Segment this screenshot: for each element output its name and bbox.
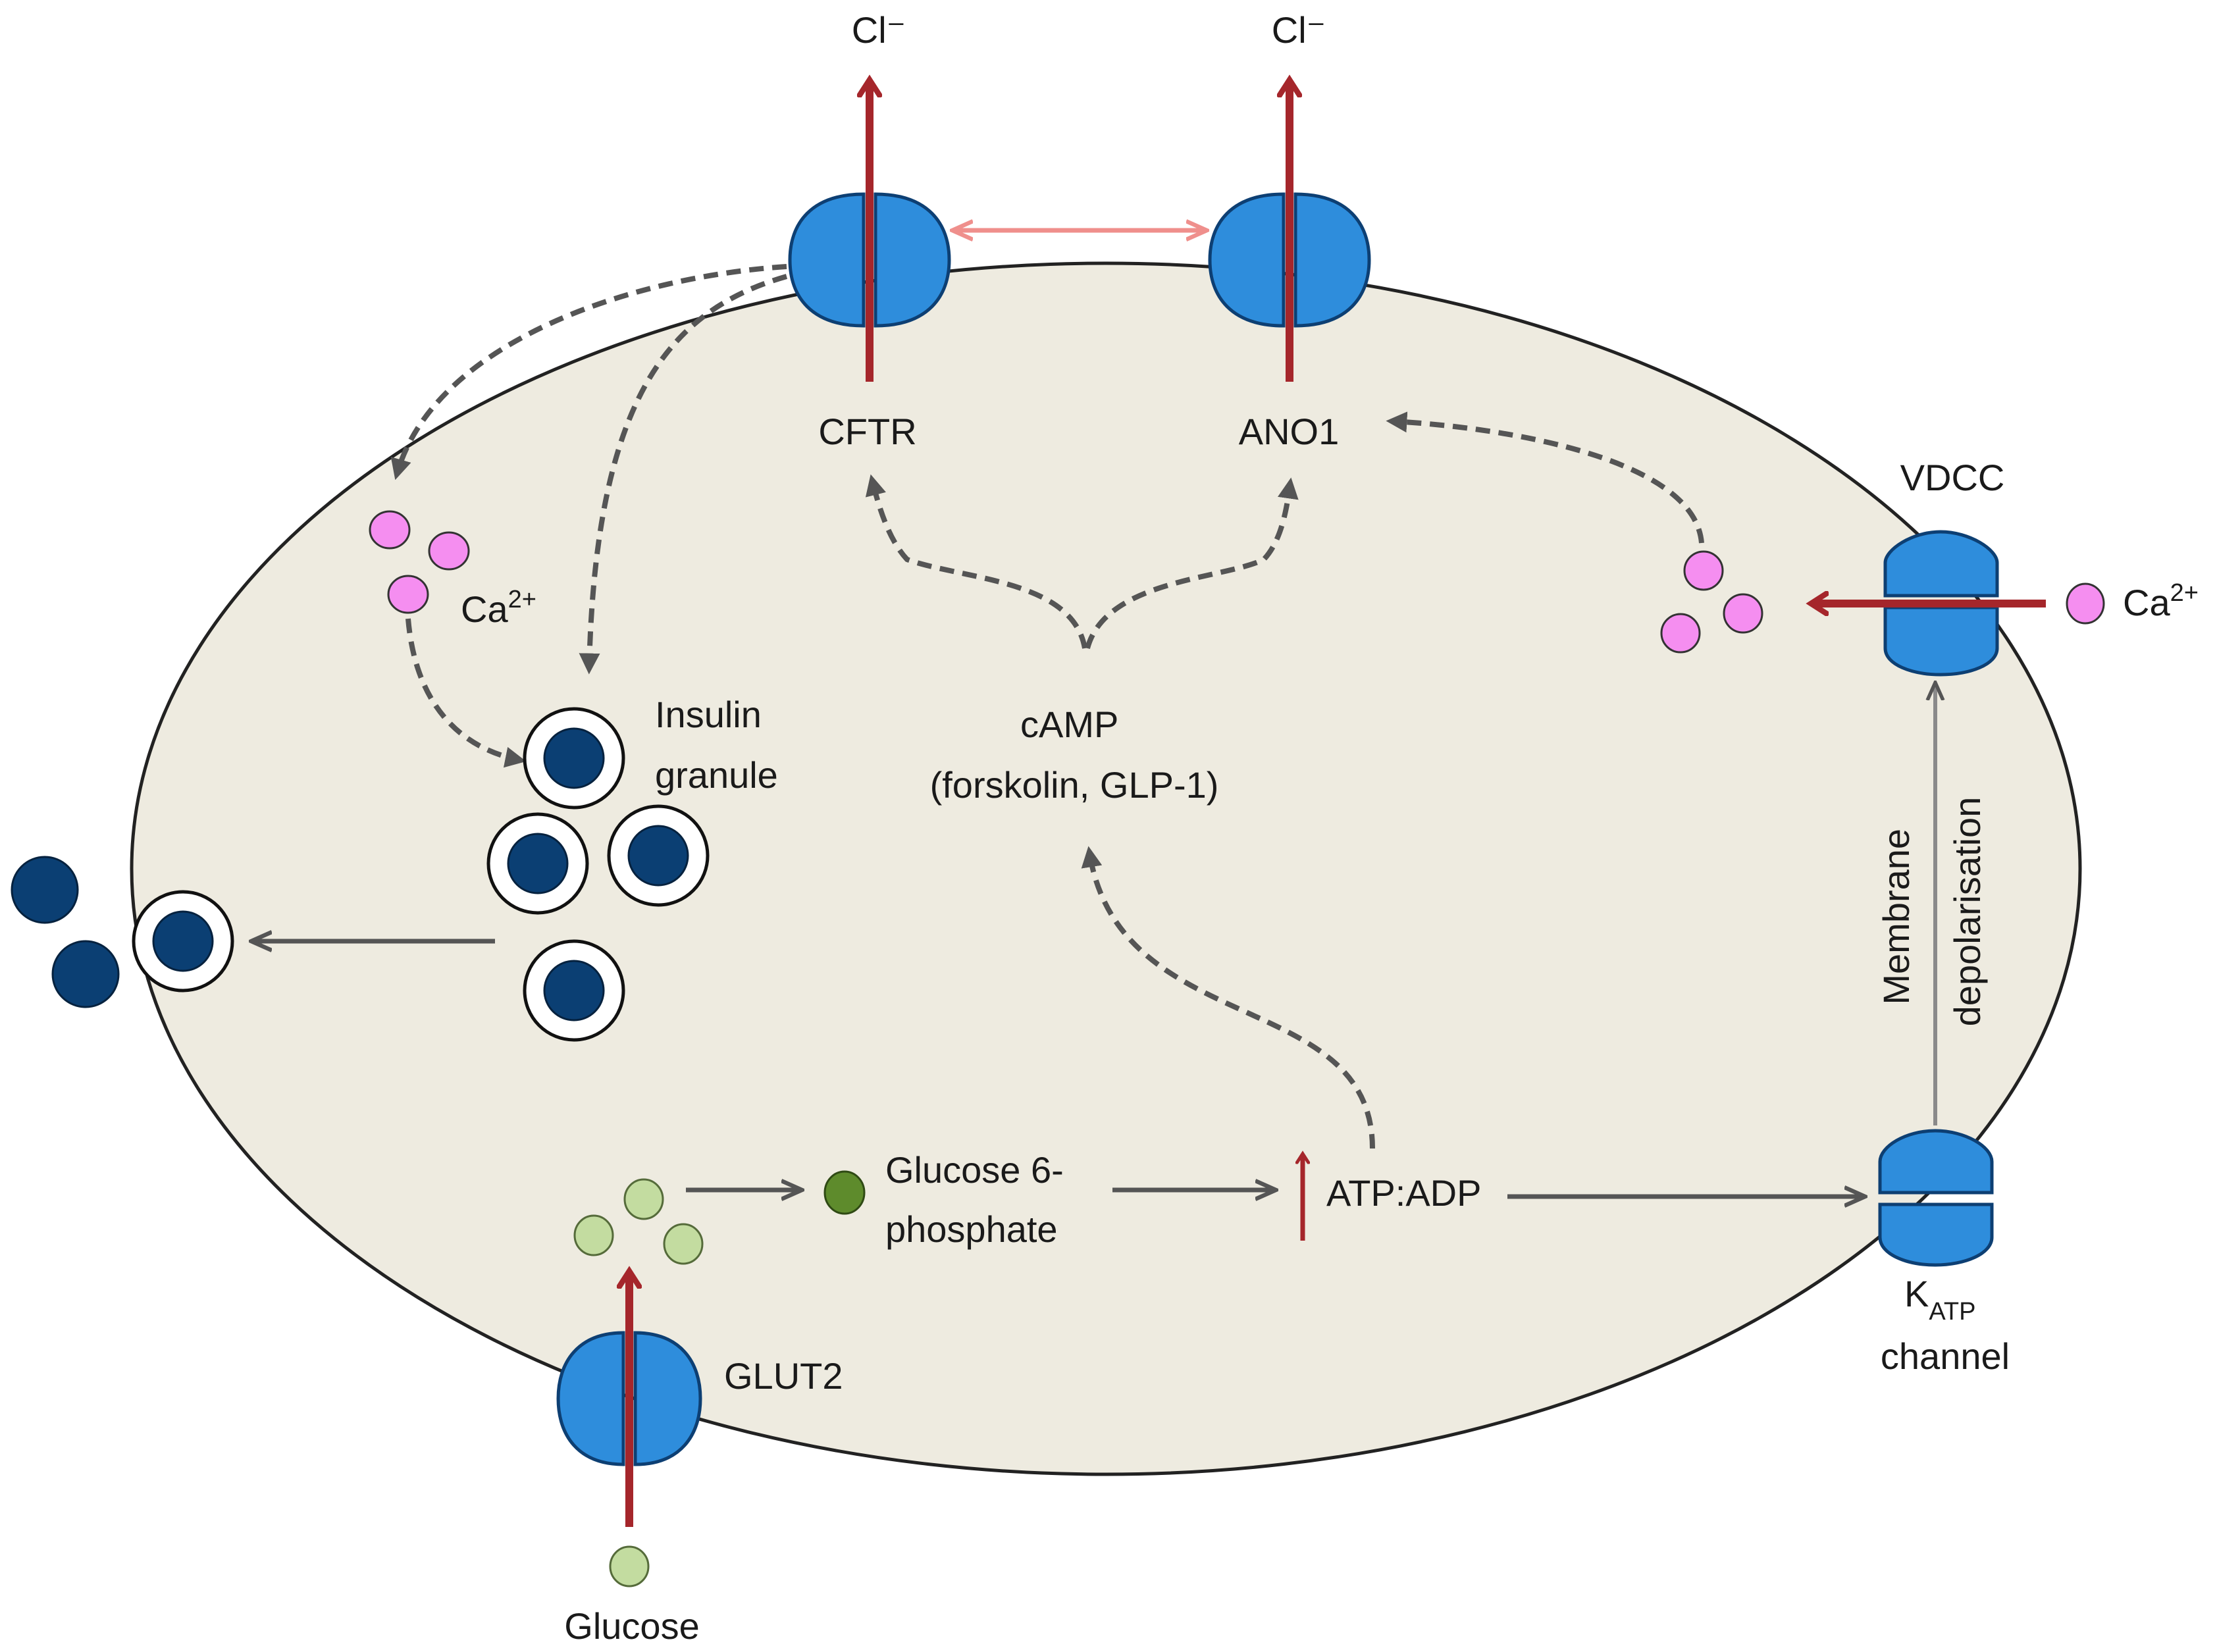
camp-label: cAMP (forskolin, GLP-1) [930,704,1219,806]
cftr-channel [788,192,951,328]
glut2-label: GLUT2 [724,1355,843,1397]
ano1-label: ANO1 [1239,411,1340,452]
calcium-ion-icon [1660,613,1701,654]
calcium-ions-left [369,510,470,614]
glucose-label: Glucose [564,1605,699,1647]
calcium-ions-right-inside [1660,550,1763,654]
ca-to-granule-dashed-arrow [405,618,527,768]
calcium-ion-icon [387,575,429,614]
insulin-granule-icon [486,812,589,915]
insulin-granule-icon [607,804,710,907]
calcium-ion-icon [428,531,470,571]
calcium-ion-icon [1723,593,1763,634]
glucose-molecule-icon [663,1223,704,1265]
insulin-granule-label: Insulin granule [655,694,778,796]
ca-label-right: Ca2+ [2123,579,2199,623]
camp-to-ano1-dashed-arrow [1085,477,1299,650]
calcium-ion-outside-icon [2066,582,2105,625]
secreted-insulin [11,856,120,1008]
secreted-insulin-icon [11,856,79,924]
insulin-granule-icon [523,939,625,1042]
calcium-ion-icon [1683,550,1724,591]
secreted-insulin-icon [51,940,120,1008]
camp-to-cftr-dashed-arrow [865,474,1087,649]
cftr-to-granule-dashed-arrow [579,274,788,675]
glucose-6-phosphate-label: Glucose 6- phosphate [885,1149,1074,1250]
cell-body [130,261,2082,1476]
katp-channel [1878,1129,1994,1267]
insulin-granules [132,707,710,1042]
cftr-label: CFTR [818,411,916,452]
glucose-molecule-icon [623,1178,664,1220]
ca-to-ano1-dashed-arrow [1386,411,1704,544]
glut2-channel [556,1331,702,1466]
atp-adp-label: ATP:ADP [1326,1172,1481,1214]
vdcc-channel [1883,530,1999,677]
atp-to-camp-dashed-arrow [1081,846,1375,1149]
katp-channel-label: KATP channel [1881,1273,2010,1377]
cl-label-ano1: Cl⁻ [1272,9,1326,51]
ca-label-left: Ca2+ [461,586,536,630]
insulin-granule-icon [523,707,625,810]
glucose-6-phosphate-icon [823,1170,866,1215]
glucose-molecule-icon [573,1214,614,1256]
fusing-insulin-granule-icon [132,890,234,993]
ano1-channel [1208,192,1371,328]
calcium-ion-icon [369,510,411,550]
glucose-outside-icon [609,1545,650,1587]
cl-label-cftr: Cl⁻ [852,9,906,51]
glucose-molecules-inside [573,1178,704,1265]
membrane-depolarisation-label: Membrane depolarisation [1875,797,1988,1027]
vdcc-label: VDCC [1900,457,2005,498]
